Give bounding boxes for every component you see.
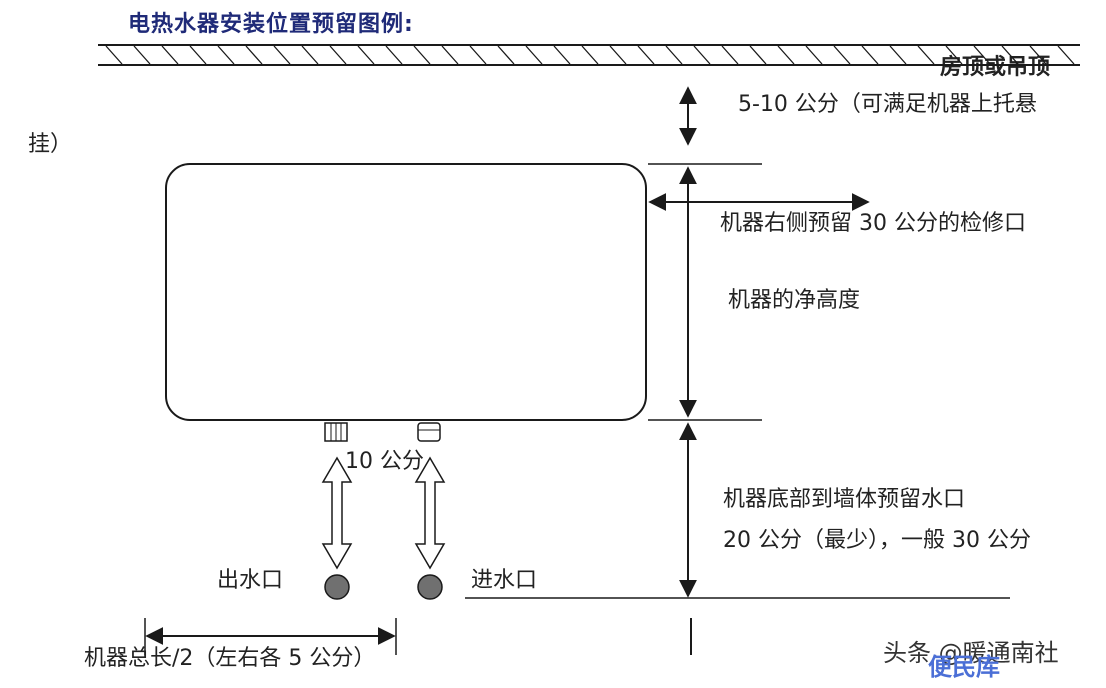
inlet-hollow-arrow [414, 456, 446, 570]
outlet-label: 出水口 [217, 568, 284, 593]
ceiling-hatch-line [833, 45, 851, 65]
ceiling-hatch-line [1029, 45, 1047, 65]
ceiling-hatch-line [525, 45, 543, 65]
ceiling-hatch-line [889, 45, 907, 65]
pipe-spacing-label: 10 公分 [345, 449, 424, 474]
ceiling-hatch-line [917, 45, 935, 65]
inlet-fitting [417, 422, 441, 442]
ceiling-hatch-line [973, 45, 991, 65]
ceiling-hatch-line [693, 45, 711, 65]
bottom-clearance-label-line1: 机器底部到墙体预留水口 [723, 487, 966, 512]
ceiling-hatch-line [469, 45, 487, 65]
length-label: 机器总长/2（左右各 5 公分） [84, 646, 376, 671]
ceiling-hatch-line [581, 45, 599, 65]
ceiling-hatch-line [217, 45, 235, 65]
ceiling-hatch-line [497, 45, 515, 65]
ceiling-hatch-line [189, 45, 207, 65]
outlet-fitting [324, 422, 348, 442]
ceiling-hatch-line [245, 45, 263, 65]
watermark-overlay-text: 便民库 [928, 653, 1000, 681]
ceiling-hatch-line [637, 45, 655, 65]
ceiling-hatch-line [385, 45, 403, 65]
ceiling [98, 44, 1080, 66]
right-side-clearance-label: 机器右侧预留 30 公分的检修口 [720, 211, 1026, 236]
inlet-valve [417, 574, 443, 600]
ceiling-hatch-line [777, 45, 795, 65]
ceiling-hatch-line [805, 45, 823, 65]
ceiling-hatch-line [105, 45, 123, 65]
ceiling-hatch-line [721, 45, 739, 65]
ceiling-hatch-line [273, 45, 291, 65]
bottom-clearance-label-line2: 20 公分（最少），一般 30 公分 [723, 528, 1031, 553]
net-height-label: 机器的净高度 [728, 288, 861, 313]
ceiling-hatch-line [413, 45, 431, 65]
ceiling-hatch-line [1057, 45, 1075, 65]
top-clearance-label-line2: 挂） [28, 132, 73, 157]
ceiling-hatch-line [133, 45, 151, 65]
ceiling-hatch-line [357, 45, 375, 65]
top-clearance-label-line1: 5-10 公分（可满足机器上托悬 [738, 92, 1037, 117]
outlet-hollow-arrow [321, 456, 353, 570]
ceiling-hatch-line [665, 45, 683, 65]
watermark-text: 头条 @暖通南社 [883, 639, 1059, 667]
inlet-label: 进水口 [471, 568, 538, 593]
ceiling-hatch-line [1001, 45, 1019, 65]
ceiling-hatch-line [301, 45, 319, 65]
ceiling-hatch-line [945, 45, 963, 65]
ceiling-label: 房顶或吊顶 [940, 55, 1051, 80]
diagram-title: 电热水器安装位置预留图例: [128, 12, 414, 37]
water-heater-body [165, 163, 647, 421]
ceiling-hatch-line [749, 45, 767, 65]
ceiling-hatch-line [161, 45, 179, 65]
ceiling-hatch-line [329, 45, 347, 65]
ceiling-hatch-line [609, 45, 627, 65]
outlet-valve [324, 574, 350, 600]
ceiling-hatch-line [861, 45, 879, 65]
ceiling-hatch-line [553, 45, 571, 65]
ceiling-hatch-line [441, 45, 459, 65]
